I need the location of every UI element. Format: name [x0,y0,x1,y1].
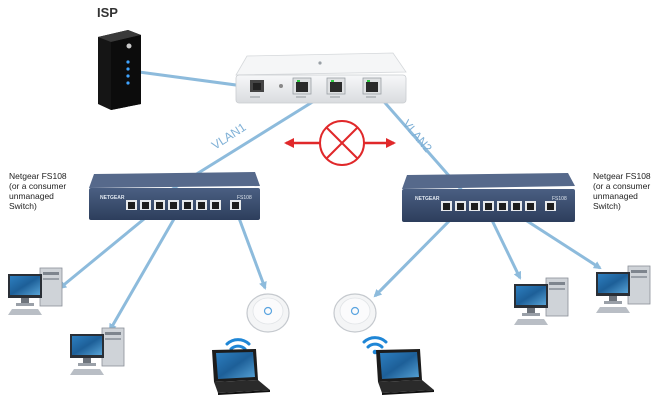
switch-right-caption-line: Netgear FS108 [593,171,651,181]
laptop-left-icon [212,349,270,395]
switch-right-caption-line: unmanaged [593,191,638,201]
link-right-pc1 [486,211,522,280]
laptop-right-icon [376,349,434,395]
switch-left-caption-line: unmanaged [9,191,54,201]
router-port-wan [292,77,312,95]
switch-left-caption: Netgear FS108 (or a consumer unmanaged S… [9,171,67,211]
switch-right-brand: NETGEAR [415,196,440,202]
vlan1-label: VLAN1 [209,120,249,153]
link-left-pc2 [108,211,180,332]
switch-left-icon: NETGEAR FS108 [89,172,260,220]
link-right-ap [373,208,462,298]
switch-left-ports [126,200,241,210]
links [58,70,602,332]
switch-left-model: FS108 [237,195,252,201]
switch-right-ports [441,201,556,211]
switch-right-caption-line: Switch) [593,201,621,211]
router-port-lan2 [362,77,382,95]
desktop-pc-left-1-icon [8,267,63,315]
modem-icon [98,30,141,110]
no-vlan-traffic-icon [284,120,396,166]
vlan2-label: VLAN2 [400,117,435,155]
router-icon [235,52,407,104]
switch-right-caption-line: (or a consumer [593,181,651,191]
link-left-pc1 [58,208,156,290]
switch-right-caption: Netgear FS108 (or a consumer unmanaged S… [593,171,651,211]
desktop-pc-right-1-icon [514,277,569,325]
link-left-ap [234,209,267,290]
switch-left-brand: NETGEAR [100,195,125,201]
isp-label: ISP [97,5,118,20]
switch-left-caption-line: Netgear FS108 [9,171,67,181]
router-port-lan1 [326,77,346,95]
switch-left-caption-line: (or a consumer [9,181,67,191]
access-point-left-icon [246,293,290,333]
switch-right-model: FS108 [552,196,567,202]
access-point-right-icon [333,293,377,333]
switch-right-icon: NETGEAR FS108 [402,173,575,222]
desktop-pc-right-2-icon [596,265,651,313]
switch-left-caption-line: Switch) [9,201,37,211]
desktop-pc-left-2-icon [70,327,125,375]
